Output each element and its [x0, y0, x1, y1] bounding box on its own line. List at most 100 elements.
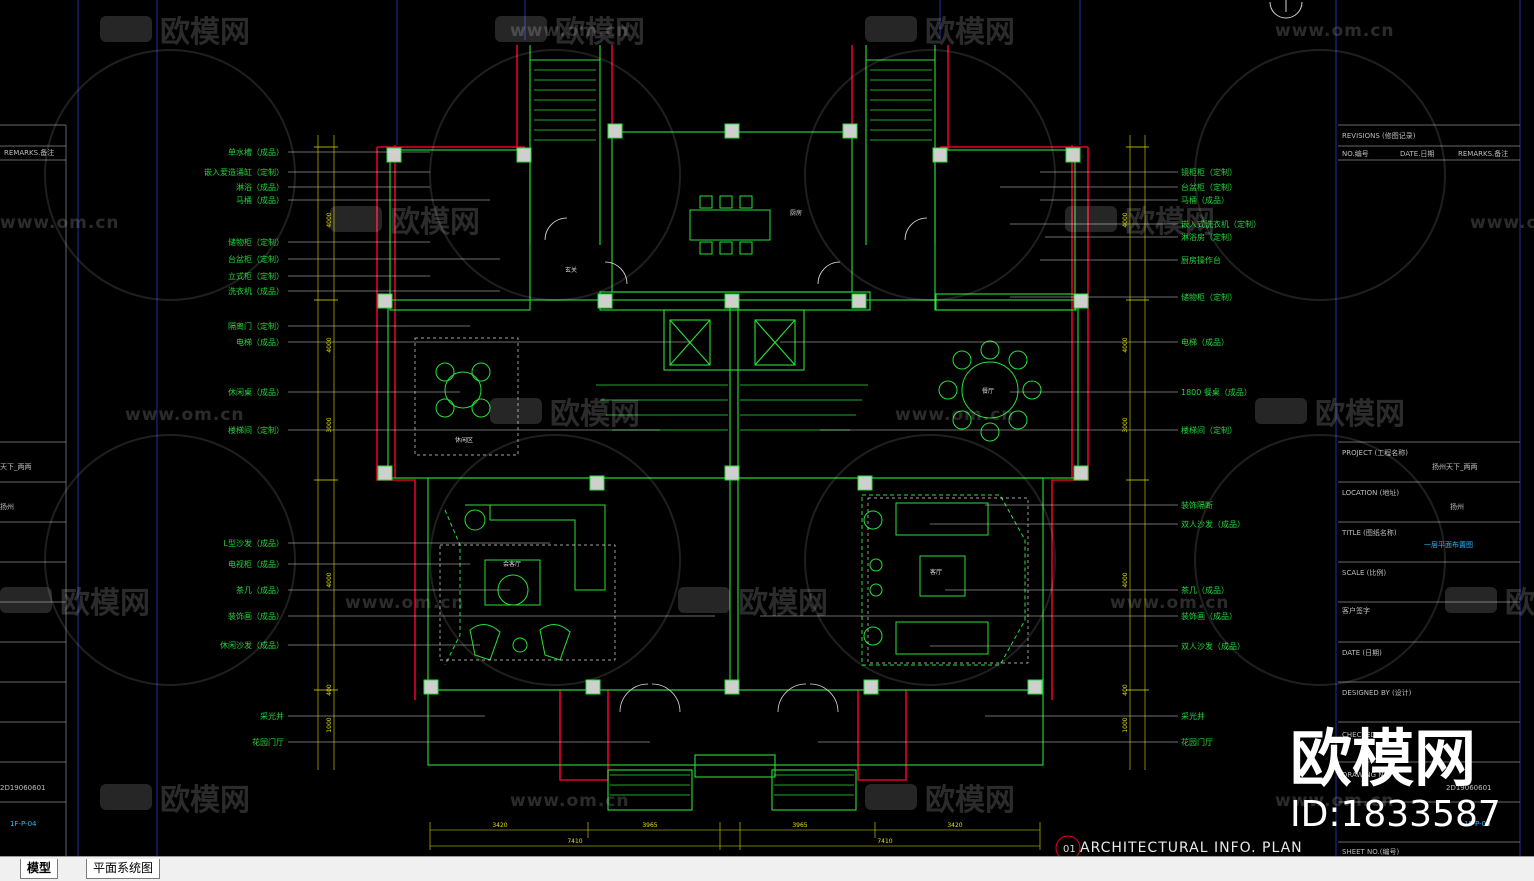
left-label: 茶几（成品） — [236, 585, 284, 595]
right-label: 茶几（成品） — [1181, 585, 1229, 595]
doors — [544, 217, 928, 713]
right-label: 装饰隔断 — [1181, 500, 1213, 510]
watermark-sofa-icon — [495, 16, 547, 42]
tab-model[interactable]: 模型 — [20, 859, 59, 879]
watermark-logo: 欧模网 — [738, 586, 828, 621]
left-sheet-no: 1F-P-04 — [10, 820, 37, 828]
watermark-logo: 欧模网 — [60, 586, 150, 621]
dimension-lines — [317, 135, 1146, 850]
columns — [377, 123, 1089, 695]
project-value: 扬州天下_两两 — [1432, 462, 1478, 471]
side-dimension-text-right: 4000 — [1122, 572, 1129, 587]
watermark-sofa-icon — [1255, 398, 1307, 424]
watermark-logo: 欧模网 — [1505, 586, 1534, 621]
tab-plan-system[interactable]: 平面系统图 — [86, 859, 161, 879]
watermark-logo: 欧模网 — [550, 397, 640, 432]
sheet-no-value: 1F-P-05 — [1464, 820, 1491, 828]
left-label: 淋浴（成品） — [236, 182, 284, 192]
title-label: TITLE (图纸名称) — [1341, 528, 1397, 537]
revisions-remarks: REMARKS.备注 — [1458, 149, 1508, 158]
watermark-logo: 欧模网 — [1125, 205, 1215, 240]
cad-drawing-canvas[interactable]: REMARKS.备注 天下_两两 扬州 2D19060601 1F-P-04 R… — [0, 0, 1534, 856]
right-label: 马桶（成品） — [1181, 195, 1229, 205]
project-label: PROJECT (工程名称) — [1342, 448, 1408, 457]
watermark-logo: 欧模网 — [160, 783, 250, 818]
big-watermark-logo: 欧模网 — [1290, 722, 1476, 795]
watermark-url: www.om.cn — [895, 405, 1015, 425]
dimension-total-text: 7410 — [877, 838, 892, 845]
watermark-url: www.om.cn — [0, 213, 120, 233]
left-label: 花园门厅 — [252, 737, 284, 747]
dimension-text: 3965 — [792, 822, 807, 829]
watermark-url: www.om.cn — [1110, 593, 1230, 613]
rug-areas — [414, 337, 1029, 664]
left-label: 采光井 — [260, 711, 284, 721]
watermark-logo: 欧模网 — [1315, 397, 1405, 432]
right-label: 厨房操作台 — [1181, 255, 1221, 265]
right-label: 镜柜柜（定制） — [1181, 167, 1237, 177]
side-dimension-text-right: 3000 — [1122, 417, 1129, 432]
furniture — [435, 195, 1042, 666]
side-dimension-text-left: 4000 — [326, 337, 333, 352]
left-label: 休闲桌（成品） — [228, 387, 284, 397]
date-label: DATE (日期) — [1342, 649, 1382, 657]
scale-label: SCALE (比例) — [1342, 568, 1386, 577]
watermark-sofa-icon — [100, 16, 152, 42]
dimension-ticks — [314, 146, 1149, 691]
side-dimension-text-left: 3000 — [326, 417, 333, 432]
watermark-sofa-icon — [1445, 587, 1497, 613]
right-label: 双人沙发（成品） — [1181, 641, 1245, 651]
right-label: 台盆柜（定制） — [1181, 182, 1237, 192]
left-label: 单水槽（成品） — [228, 147, 284, 157]
left-label: 休闲沙发（成品） — [220, 640, 284, 650]
dimension-text: 3965 — [642, 822, 657, 829]
stairs — [534, 69, 932, 796]
room-label-leisure: 休闲区 — [455, 436, 473, 444]
room-label-reception: 会客厅 — [503, 560, 521, 568]
watermark-logo: 欧模网 — [390, 205, 480, 240]
left-project-value: 天下_两两 — [0, 463, 32, 471]
watermark-sofa-icon — [865, 784, 917, 810]
client-label: 客户签字 — [1342, 606, 1370, 615]
right-label: 双人沙发（成品） — [1181, 519, 1245, 529]
right-label: 1800 餐桌（成品） — [1181, 387, 1252, 397]
left-title-block: REMARKS.备注 天下_两两 扬州 2D19060601 1F-P-04 — [0, 124, 67, 856]
sheet-frame — [77, 0, 1521, 856]
left-label: 嵌入爱造涌缸（定制） — [204, 167, 284, 177]
location-value: 扬州 — [1450, 502, 1464, 511]
watermark-url: www.om.cn — [125, 405, 245, 425]
watermark-sofa-icon — [330, 206, 382, 232]
sheet-no-label: SHEET NO.(编号) — [1342, 847, 1399, 856]
watermark-url: www.om.cn — [510, 21, 630, 41]
watermark-sofa-icon — [490, 398, 542, 424]
left-label: 电视柜（成品） — [228, 559, 284, 569]
watermark-sofa-icon — [100, 784, 152, 810]
side-dimension-text-left: 4000 — [326, 212, 333, 227]
right-label: 装饰画（成品） — [1181, 611, 1237, 621]
room-labels: 厨房 客厅 会客厅 餐厅 休闲区 玄关 — [455, 209, 994, 576]
watermark-url: www.om.cn — [345, 593, 465, 613]
location-label: LOCATION (地址) — [1342, 488, 1399, 497]
drawing-number: 01 — [1063, 844, 1076, 855]
left-label: 电梯（成品） — [236, 337, 284, 347]
left-drawing-no: 2D19060601 — [0, 784, 45, 792]
watermark-id: ID:1833587 — [1290, 794, 1501, 835]
watermark-url: www.om.cn — [1275, 791, 1395, 811]
revisions-header: REVISIONS (修图记录) — [1342, 131, 1416, 140]
layout-tab-bar: 模型 平面系统图 — [0, 856, 1534, 881]
watermark-logo: 欧模网 — [925, 15, 1015, 50]
watermark-sofa-icon — [0, 587, 52, 613]
right-label: 采光井 — [1181, 711, 1205, 721]
left-label: 立式柜（定制） — [228, 271, 284, 281]
watermark-logo: 欧模网 — [925, 783, 1015, 818]
watermark-sofa-icon — [1065, 206, 1117, 232]
revisions-date: DATE.日期 — [1400, 150, 1434, 158]
left-label: 楼梯间（定制） — [228, 425, 284, 435]
drawing-title: ARCHITECTURAL INFO. PLAN — [1080, 840, 1303, 856]
north-arrow-icon — [1269, 0, 1303, 19]
watermark-url: www.om.cn — [1470, 213, 1534, 233]
side-dimension-text-left: 4000 — [326, 572, 333, 587]
drawing-number-circle — [1055, 835, 1081, 856]
